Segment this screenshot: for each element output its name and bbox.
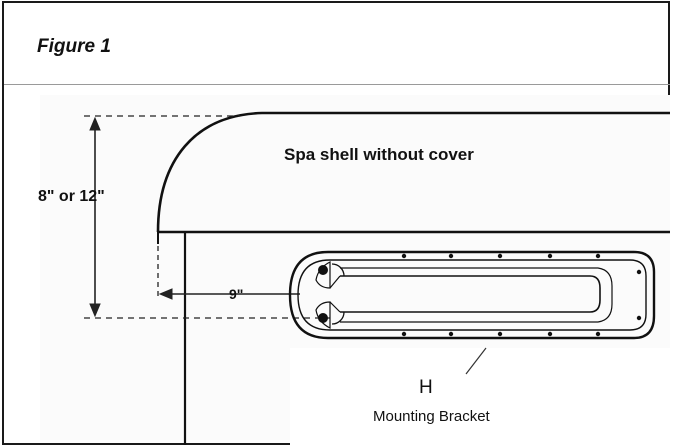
label-area [290, 348, 670, 445]
part-letter: H [419, 377, 433, 398]
bracket-outer [288, 250, 656, 340]
bracket-rivets [401, 253, 642, 337]
height-label: 8" or 12" [38, 188, 105, 205]
offset-dimension [157, 246, 300, 300]
offset-label: 9" [229, 286, 243, 302]
shell-top-curve [156, 111, 670, 233]
bracket-clip-bottom [315, 301, 331, 329]
bracket-bolt-bottom [318, 313, 328, 323]
mounting-bracket [288, 250, 656, 340]
height-arrow-up [89, 116, 101, 131]
part-label: Mounting Bracket [373, 408, 491, 425]
bracket-bolt-top [318, 265, 328, 275]
bracket-bolt-arc-bottom [331, 311, 345, 325]
height-dimension [84, 115, 330, 319]
part-leader-line [465, 347, 487, 375]
bracket-channel-outer [340, 267, 613, 323]
figure-title: Figure 1 [37, 36, 111, 57]
shell-label: Spa shell without cover [284, 145, 474, 164]
bracket-channel-join [329, 275, 341, 313]
bracket-bolt-arc-top [331, 263, 345, 277]
bracket-inner [297, 259, 647, 331]
spa-shell [156, 111, 670, 445]
title-divider [4, 84, 670, 85]
bracket-channel [340, 275, 601, 313]
height-arrow-down [89, 303, 101, 318]
offset-arrow [158, 288, 173, 300]
